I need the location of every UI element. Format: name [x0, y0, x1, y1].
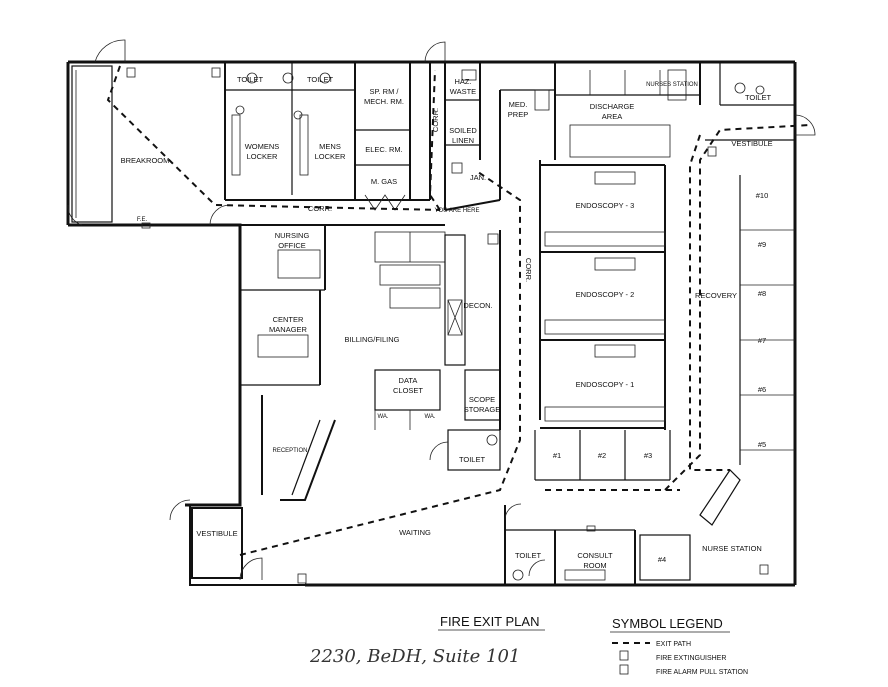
bay-6: #6: [758, 385, 766, 394]
label-womens-locker: LOCKER: [247, 152, 278, 161]
label-mens-locker: LOCKER: [315, 152, 346, 161]
label-vestibule-tr: VESTIBULE: [731, 139, 772, 148]
label-mgas: M. GAS: [371, 177, 397, 186]
label-closet: CLOSET: [393, 386, 423, 395]
title-block: FIRE EXIT PLAN 2230, BeDH, Suite 101: [309, 614, 545, 667]
legend-exit-path: EXIT PATH: [656, 641, 691, 648]
label-nurse-station: NURSE STATION: [702, 544, 762, 553]
label-toilet-womens: TOILET: [237, 75, 264, 84]
bay-7: #7: [758, 336, 766, 345]
label-nursing: NURSING: [275, 231, 310, 240]
legend-title: SYMBOL LEGEND: [612, 616, 723, 631]
label-endoscopy-1: ENDOSCOPY - 1: [576, 380, 635, 389]
top-rooms: [224, 62, 795, 211]
middle-rooms: [191, 160, 541, 579]
exit-path: [106, 65, 811, 556]
label-toilet-tr: TOILET: [745, 93, 772, 102]
label-data: DATA: [399, 376, 418, 385]
label-decon: DECON.: [463, 301, 492, 310]
bay-5: #5: [758, 440, 766, 449]
symbol-legend: SYMBOL LEGEND EXIT PATH FIRE EXTINGUISHE…: [610, 616, 748, 676]
plan-title: FIRE EXIT PLAN: [440, 614, 539, 629]
label-prep: PREP: [508, 110, 528, 119]
procedure-rooms: [504, 164, 795, 585]
label-jan: JAN.: [470, 173, 486, 182]
label-mens: MENS: [319, 142, 341, 151]
label-corr-top: CORR.: [431, 108, 440, 132]
label-fe: F.E.: [137, 217, 148, 223]
label-reception: RECEPTION: [272, 448, 307, 454]
label-manager: MANAGER: [269, 325, 308, 334]
label-waiting: WAITING: [399, 528, 431, 537]
label-office: OFFICE: [278, 241, 306, 250]
bay-9: #9: [758, 240, 766, 249]
label-med: MED.: [509, 100, 528, 109]
bay-4: #4: [658, 555, 666, 564]
label-consult: CONSULT: [577, 551, 613, 560]
label-corr-vertical: CORR.: [524, 258, 533, 282]
bay-8: #8: [758, 289, 766, 298]
label-sp-rm: SP. RM /: [369, 87, 399, 96]
door-swings: [67, 39, 816, 581]
bay-10: #10: [756, 191, 769, 200]
bay-1: #1: [553, 451, 561, 460]
label-toilet-mid: TOILET: [459, 455, 486, 464]
label-area: AREA: [602, 112, 622, 121]
label-corr-horizontal: CORR.: [308, 204, 332, 213]
label-recovery: RECOVERY: [695, 291, 737, 300]
breakroom-window-strip: [71, 65, 113, 223]
label-room: ROOM: [583, 561, 606, 570]
label-billing-filing: BILLING/FILING: [344, 335, 399, 344]
legend-fire-alarm: FIRE ALARM PULL STATION: [656, 669, 748, 676]
bay-labels: #1 #2 #3 #4 #5 #6 #7 #8 #9 #10: [553, 191, 768, 564]
outer-walls: [66, 60, 797, 587]
label-soiled: SOILED: [449, 126, 477, 135]
room-labels: TOILET TOILET SP. RM / MECH. RM. HAZ. WA…: [121, 75, 773, 570]
legend-fire-extinguisher: FIRE EXTINGUISHER: [656, 655, 726, 662]
bay-3: #3: [644, 451, 652, 460]
label-haz: HAZ.: [454, 77, 471, 86]
label-vestibule-bl: VESTIBULE: [196, 529, 237, 538]
label-toilet-mens: TOILET: [307, 75, 334, 84]
label-storage: STORAGE: [464, 405, 501, 414]
label-you-are-here: YOU ARE HERE: [434, 208, 479, 214]
bay-2: #2: [598, 451, 606, 460]
label-wa-1: WA.: [377, 414, 388, 420]
label-womens: WOMENS: [245, 142, 280, 151]
plan-address: 2230, BeDH, Suite 101: [309, 646, 520, 667]
label-endoscopy-3: ENDOSCOPY - 3: [576, 201, 635, 210]
label-wa-2: WA.: [424, 414, 435, 420]
label-breakroom: BREAKROOM: [121, 156, 170, 165]
label-linen: LINEN: [452, 136, 474, 145]
label-waste: WASTE: [450, 87, 476, 96]
label-scope: SCOPE: [469, 395, 495, 404]
label-endoscopy-2: ENDOSCOPY - 2: [576, 290, 635, 299]
label-center: CENTER: [273, 315, 304, 324]
label-toilet-bottom: TOILET: [515, 551, 542, 560]
label-mech-rm: MECH. RM.: [364, 97, 404, 106]
fire-safety-markers: [126, 67, 769, 584]
label-elec: ELEC. RM.: [365, 145, 403, 154]
label-nurses-station-small: NURSES STATION: [646, 82, 698, 88]
label-discharge: DISCHARGE: [590, 102, 635, 111]
